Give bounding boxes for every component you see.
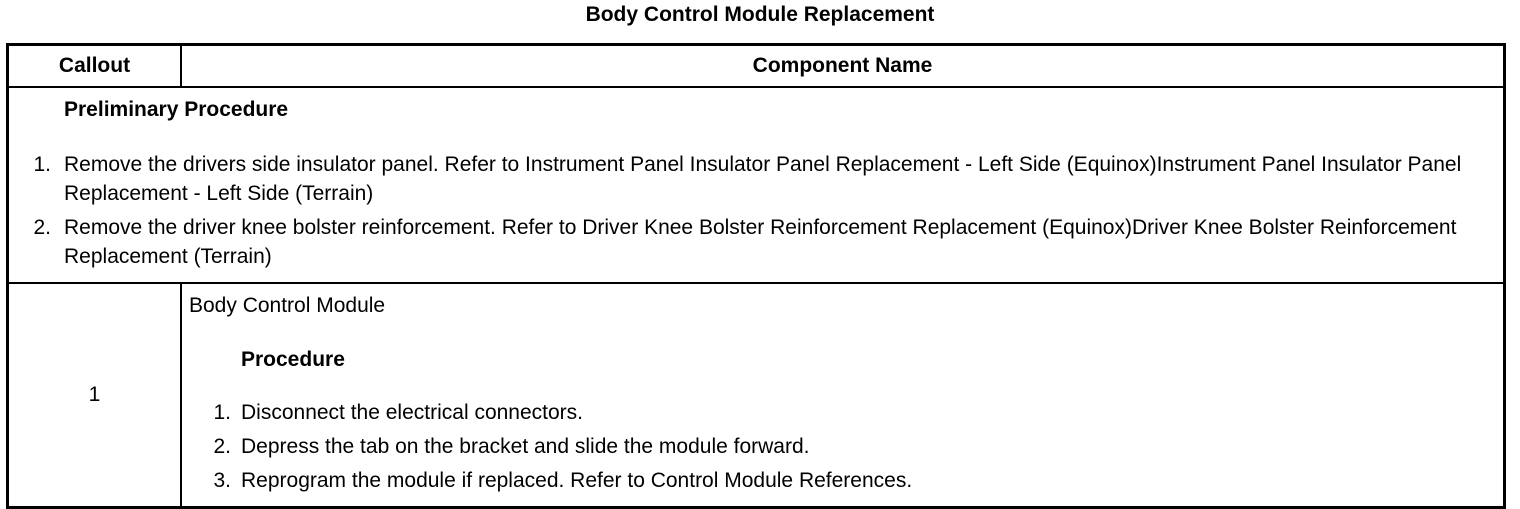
preliminary-procedure-heading: Preliminary Procedure xyxy=(64,98,289,121)
step-text: Reprogram the module if replaced. Refer … xyxy=(241,469,913,492)
step-text: Depress the tab on the bracket and slide… xyxy=(241,435,810,458)
preliminary-procedure-row: Preliminary Procedure 1. Remove the driv… xyxy=(6,86,1506,284)
procedure-steps-list: 1. Disconnect the electrical connectors.… xyxy=(189,398,1503,495)
step-number: 2. xyxy=(213,435,231,458)
step-text: Remove the driver knee bolster reinforce… xyxy=(64,216,1457,268)
step-text: Disconnect the electrical connectors. xyxy=(241,401,583,424)
page-title: Body Control Module Replacement xyxy=(585,3,935,26)
component-name-column-header: Component Name xyxy=(180,43,1506,88)
list-item: 3. Reprogram the module if replaced. Ref… xyxy=(189,466,1503,495)
procedure-heading: Procedure xyxy=(241,348,345,371)
step-number: 2. xyxy=(33,216,51,239)
callout-column-header: Callout xyxy=(6,43,182,88)
list-item: 1. Remove the drivers side insulator pan… xyxy=(9,150,1503,208)
table-row: 1 Body Control Module Procedure 1. Disco… xyxy=(6,282,1506,509)
component-cell: Body Control Module Procedure 1. Disconn… xyxy=(180,282,1506,509)
step-number: 3. xyxy=(213,469,231,492)
step-text: Remove the drivers side insulator panel.… xyxy=(64,153,1462,205)
component-name: Body Control Module xyxy=(189,294,386,317)
preliminary-procedure-cell: Preliminary Procedure 1. Remove the driv… xyxy=(6,86,1506,284)
list-item: 1. Disconnect the electrical connectors. xyxy=(189,398,1503,427)
callout-number: 1 xyxy=(6,282,182,509)
list-item: 2. Depress the tab on the bracket and sl… xyxy=(189,432,1503,461)
preliminary-steps-list: 1. Remove the drivers side insulator pan… xyxy=(9,150,1503,271)
procedure-table: Callout Component Name Preliminary Proce… xyxy=(6,43,1506,509)
step-number: 1. xyxy=(33,153,51,176)
step-number: 1. xyxy=(213,401,231,424)
list-item: 2. Remove the driver knee bolster reinfo… xyxy=(9,213,1503,271)
table-header-row: Callout Component Name xyxy=(6,43,1506,88)
